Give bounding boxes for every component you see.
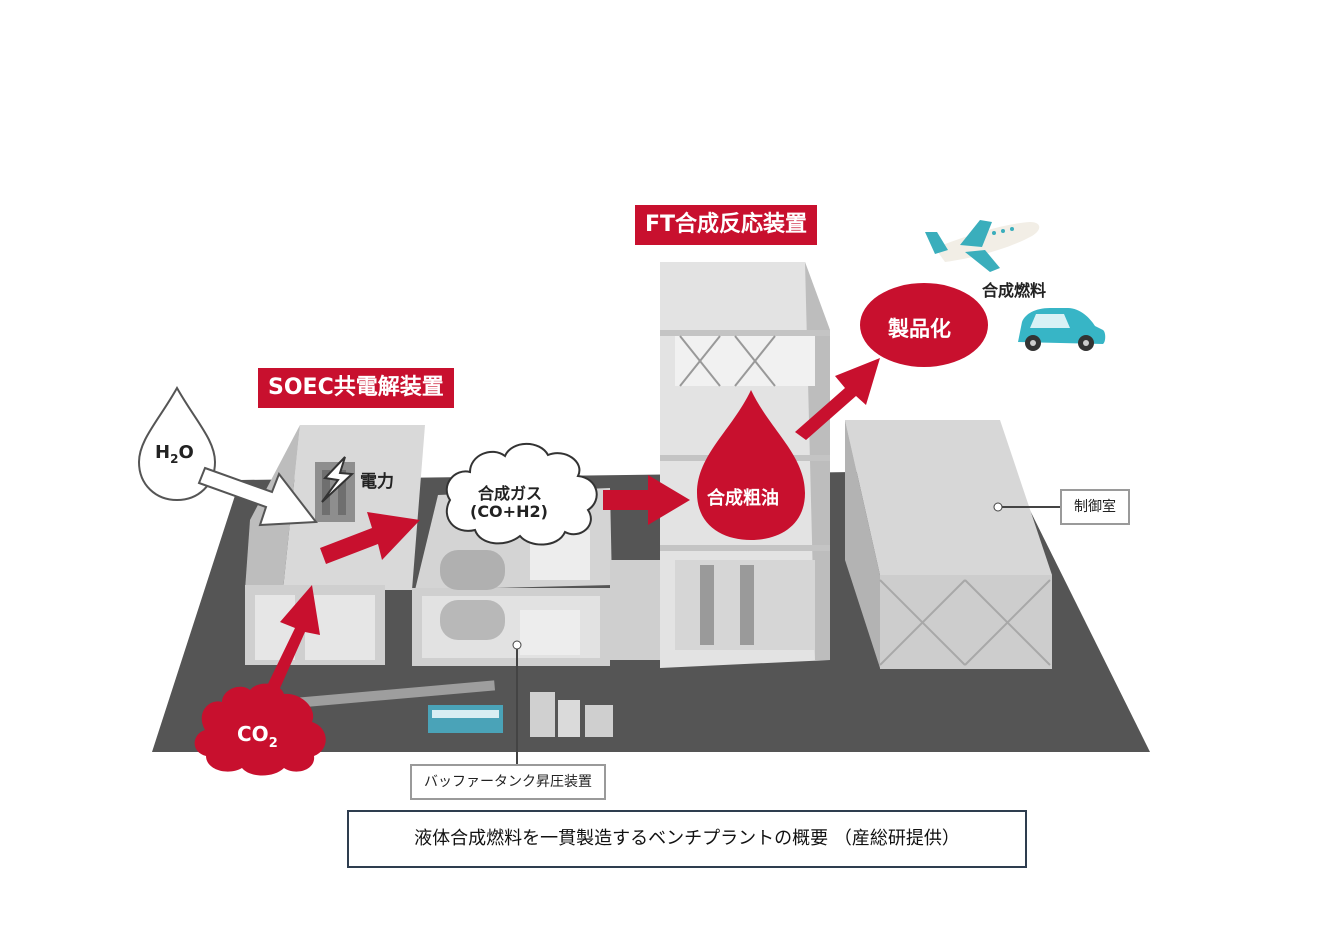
co2-sub-text: 2: [269, 736, 278, 751]
control-room-dot: [993, 502, 1003, 512]
h2o-main-text: H: [155, 442, 170, 463]
syngas-to-ft-arrow: [603, 475, 690, 525]
syngas-cloud: [445, 442, 598, 546]
caption-box: 液体合成燃料を一貫製造するベンチプラントの概要 （産総研提供）: [347, 810, 1027, 868]
syngas-label-line2: (CO+H2): [470, 502, 548, 521]
co2-cloud: [194, 683, 326, 776]
h2o-arrow: [197, 466, 318, 527]
control-room-building: [845, 420, 1052, 669]
crude-oil-label: 合成粗油: [707, 488, 779, 509]
product-label: 製品化: [888, 317, 951, 341]
h2o-drop: H2O: [137, 385, 217, 502]
ground-equipment: [274, 680, 613, 737]
control-room-label: 制御室: [1060, 489, 1130, 525]
soec-to-syngas-arrow: [320, 512, 420, 564]
h2o-sub-text: 2: [170, 452, 178, 466]
car-icon: [1018, 308, 1106, 351]
airplane-icon: [925, 220, 1040, 272]
ft-label: FT合成反応装置: [635, 205, 818, 245]
co2-to-soec-arrow: [265, 585, 320, 695]
crude-to-product-arrow: [795, 358, 880, 440]
product-ellipse: [860, 283, 988, 367]
svg-text:H2O: H2O: [155, 442, 194, 466]
h2o-end-text: O: [178, 442, 193, 463]
power-label: 電力: [360, 472, 394, 492]
crude-oil-drop: [697, 390, 805, 540]
buffer-tank-label: バッファータンク昇圧装置: [410, 764, 606, 800]
soec-label: SOEC共電解装置: [258, 368, 454, 408]
syngas-label-line1: 合成ガス: [478, 484, 543, 503]
synthetic-fuel-label: 合成燃料: [982, 281, 1047, 300]
co2-main-text: CO: [237, 722, 269, 746]
svg-text:CO2: CO2: [237, 722, 278, 751]
buffer-tank-dot: [512, 640, 522, 650]
lightning-icon: [321, 456, 355, 503]
